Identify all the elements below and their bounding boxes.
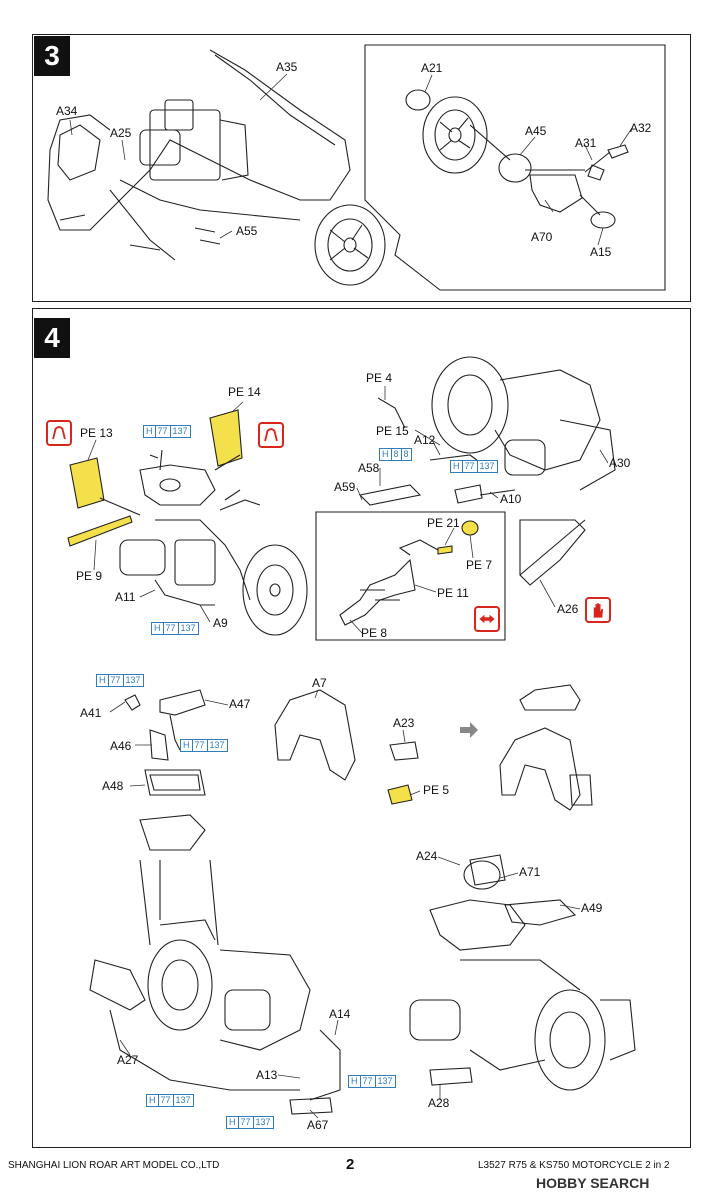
part-label: A41 (80, 706, 102, 720)
part-label: A23 (393, 716, 415, 730)
part-label: A49 (581, 901, 603, 915)
part-label: A7 (312, 676, 327, 690)
page-number: 2 (346, 1156, 355, 1173)
part-label: A35 (276, 60, 298, 74)
part-label: A24 (416, 849, 438, 863)
part-label: A10 (500, 492, 522, 506)
flip-direction-icon (474, 606, 500, 632)
part-label: A58 (358, 461, 380, 475)
part-label: A71 (519, 865, 541, 879)
part-label: A28 (428, 1096, 450, 1110)
part-label: PE 9 (76, 569, 103, 583)
part-label: A32 (630, 121, 652, 135)
part-label: A67 (307, 1118, 329, 1132)
fender-assembled (499, 684, 593, 811)
part-label: A45 (525, 124, 547, 138)
part-label: A13 (256, 1068, 278, 1082)
next-step-arrow-icon (460, 722, 478, 738)
motorcycle-bottom-right (409, 854, 636, 1091)
frame-engine-assembly (47, 49, 351, 261)
rear-wheel-step3 (314, 204, 386, 286)
step-4-frame (32, 308, 691, 1148)
part-label: A11 (115, 590, 136, 604)
part-label: A48 (102, 779, 124, 793)
part-label: A27 (117, 1053, 139, 1067)
part-label: PE 7 (466, 558, 493, 572)
part-label: A25 (110, 126, 132, 140)
part-label: PE 14 (228, 385, 261, 399)
stand-lines (339, 539, 439, 626)
pe-parts-yellow (67, 409, 243, 547)
hand-caution-icon (585, 597, 611, 623)
part-label: A30 (609, 456, 631, 470)
step-3-frame (32, 34, 691, 302)
part-label: A26 (557, 602, 579, 616)
part-label: PE 4 (366, 371, 393, 385)
step-3-badge: 3 (34, 36, 70, 76)
part-label: A47 (229, 697, 251, 711)
part-label: PE 21 (427, 516, 460, 530)
part-label: A21 (421, 61, 443, 75)
part-label: A46 (110, 739, 132, 753)
motorcycle-right-assembly (358, 356, 616, 586)
seat-assembly (124, 689, 206, 796)
part-label: PE 8 (361, 626, 388, 640)
bend-icon (258, 422, 284, 448)
part-label: PE 5 (423, 783, 450, 797)
callout-box-step3 (364, 44, 666, 291)
pe5-part (387, 784, 413, 805)
sub-box-stand (315, 511, 506, 641)
step-4-badge: 4 (34, 318, 70, 358)
motorcycle-bottom-left (89, 814, 341, 1115)
part-label: A15 (590, 245, 612, 259)
part-label: A70 (531, 230, 553, 244)
part-label: A14 (329, 1007, 351, 1021)
part-label: A59 (334, 480, 356, 494)
part-label: PE 15 (376, 424, 409, 438)
fender-assembly (274, 689, 419, 781)
part-label: PE 11 (437, 586, 469, 600)
wheel-detail-exploded (405, 89, 629, 229)
part-label: A31 (575, 136, 597, 150)
watermark: HOBBY SEARCH (536, 1175, 650, 1191)
footer-product: L3527 R75 & KS750 MOTORCYCLE 2 in 2 (478, 1160, 670, 1171)
part-label: A9 (213, 616, 228, 630)
part-label: A12 (414, 433, 436, 447)
part-label: A55 (236, 224, 258, 238)
bend-icon (46, 420, 72, 446)
motorcycle-left-assembly (119, 449, 308, 636)
footer-company: SHANGHAI LION ROAR ART MODEL CO.,LTD (8, 1160, 220, 1171)
part-label: A34 (56, 104, 78, 118)
part-label: PE 13 (80, 426, 113, 440)
